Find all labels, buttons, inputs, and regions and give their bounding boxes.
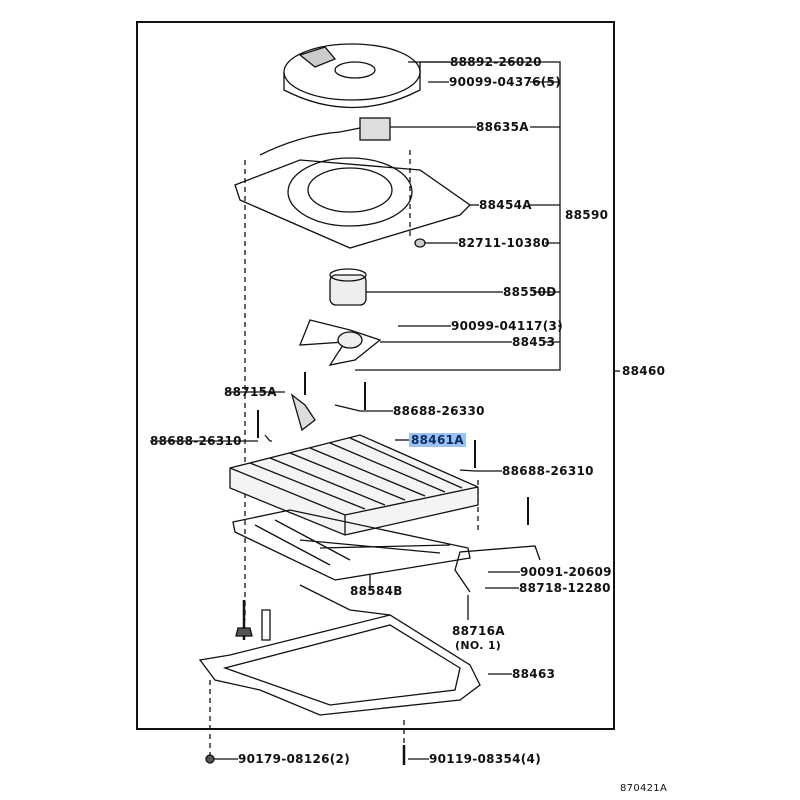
- drain-duct: [454, 545, 541, 620]
- part-label-88453[interactable]: 88453: [512, 335, 556, 349]
- part-label-88716a[interactable]: 88716A: [452, 624, 505, 638]
- part-label-88584b[interactable]: 88584B: [350, 584, 403, 598]
- part-label-90179-08126[interactable]: 90179-08126(2): [238, 752, 350, 766]
- air-filter: [229, 434, 479, 536]
- blower-motor: [329, 268, 503, 306]
- part-label-88688-26310-right[interactable]: 88688-26310: [502, 464, 594, 478]
- filter-grille: [232, 509, 471, 591]
- part-label-no1: (NO. 1): [455, 639, 502, 652]
- part-label-88688-26310-left[interactable]: 88688-26310: [150, 434, 242, 448]
- part-label-88590[interactable]: 88590: [565, 208, 609, 222]
- part-label-88463[interactable]: 88463: [512, 667, 556, 681]
- part-label-90099-04376[interactable]: 90099-04376(5): [449, 75, 561, 89]
- fan-blade: [299, 319, 512, 366]
- mounting-frame: [198, 584, 512, 716]
- part-label-90119-08354[interactable]: 90119-08354(4): [429, 752, 541, 766]
- diagram-ref-code: 870421A: [620, 783, 668, 794]
- part-label-88461a-highlighted[interactable]: 88461A: [409, 433, 466, 447]
- part-label-88635a[interactable]: 88635A: [476, 120, 529, 134]
- part-label-88718-12280[interactable]: 88718-12280: [519, 581, 611, 595]
- part-label-90091-20609[interactable]: 90091-20609: [520, 565, 612, 579]
- part-label-82711-10380[interactable]: 82711-10380: [458, 236, 550, 250]
- assembly-frame: [136, 21, 615, 730]
- part-label-88550d[interactable]: 88550D: [503, 285, 557, 299]
- fan-housing: [234, 157, 479, 249]
- bracket-88590: [355, 61, 561, 371]
- part-label-88688-26330[interactable]: 88688-26330: [393, 404, 485, 418]
- part-label-88892-26020[interactable]: 88892-26020: [450, 55, 542, 69]
- blower-cover: [283, 43, 421, 109]
- part-label-88715a[interactable]: 88715A: [224, 385, 277, 399]
- part-label-90099-04117[interactable]: 90099-04117(3): [451, 319, 563, 333]
- part-label-88460[interactable]: 88460: [622, 364, 666, 378]
- part-label-88454a[interactable]: 88454A: [479, 198, 532, 212]
- connector: [259, 117, 476, 156]
